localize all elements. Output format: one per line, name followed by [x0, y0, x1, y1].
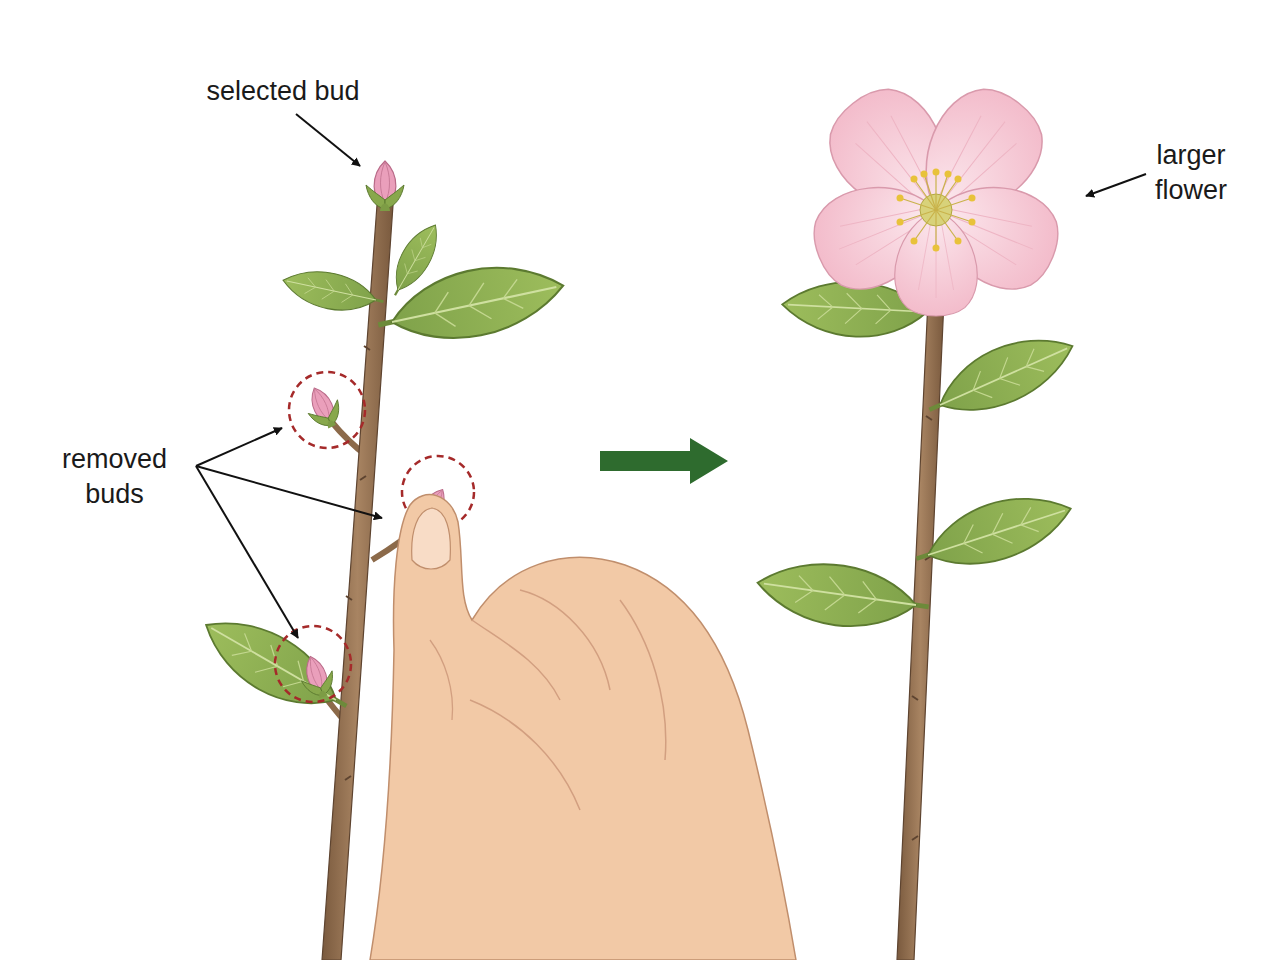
stem [322, 205, 393, 960]
selected-bud [366, 161, 404, 211]
leaf [908, 481, 1079, 585]
callout-label: selected bud [178, 74, 388, 109]
leader-line [196, 428, 282, 466]
removal-circle [275, 626, 351, 702]
leaf [279, 264, 387, 320]
removed-bud [300, 381, 347, 433]
flower [801, 71, 1071, 316]
stem [897, 300, 944, 960]
leader-lines [196, 114, 1146, 638]
thumbnail [412, 508, 451, 569]
transition-arrow [600, 438, 728, 484]
callout-label: removed buds [42, 442, 187, 511]
knuckle-line [430, 640, 453, 720]
leader-line [196, 466, 298, 638]
right-plant [753, 71, 1083, 960]
finger-crease [470, 590, 666, 810]
hand [370, 495, 796, 960]
stem-node [912, 416, 932, 840]
removed-bud [295, 651, 339, 701]
removal-circle [289, 372, 365, 448]
petal [895, 210, 977, 316]
leaf [382, 218, 447, 302]
leader-line [296, 114, 360, 166]
leaf [918, 320, 1083, 433]
callout-label: larger flower [1130, 138, 1252, 207]
stamens [900, 172, 972, 248]
leader-line [196, 466, 382, 518]
leader-line [1086, 174, 1146, 196]
leaf [753, 554, 932, 637]
hand-shape [370, 495, 796, 960]
anthers [897, 169, 976, 252]
stem-node [345, 346, 370, 780]
leaf [191, 602, 359, 732]
